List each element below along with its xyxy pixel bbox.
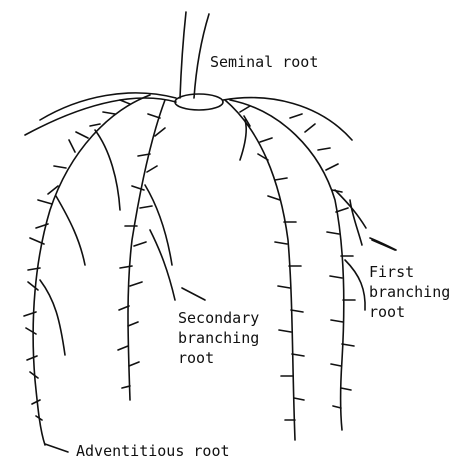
first-branching-root <box>335 190 366 245</box>
label-first-line-3: root <box>369 302 450 322</box>
seminal-root-stem-2 <box>194 14 209 98</box>
leader-line-adventitious <box>45 444 68 452</box>
label-secondary-line-3: root <box>178 348 259 368</box>
label-first-line-1: First <box>369 262 450 282</box>
adventitious-root-left <box>33 95 150 445</box>
leader-line-secondary <box>182 288 205 300</box>
label-adventitious-root: Adventitious root <box>76 441 230 461</box>
adventitious-root-right <box>230 100 344 430</box>
label-first-line-2: branching <box>369 282 450 302</box>
label-secondary-line-2: branching <box>178 328 259 348</box>
label-secondary-line-1: Secondary <box>178 308 259 328</box>
label-secondary-branching-root: Secondary branching root <box>178 308 259 368</box>
root-crown <box>175 94 223 110</box>
label-first-branching-root: First branching root <box>369 262 450 322</box>
leader-line-first <box>372 240 395 250</box>
seminal-root-stem <box>180 12 186 98</box>
label-seminal-root: Seminal root <box>210 52 318 72</box>
adventitious-root-right-center <box>225 100 295 440</box>
